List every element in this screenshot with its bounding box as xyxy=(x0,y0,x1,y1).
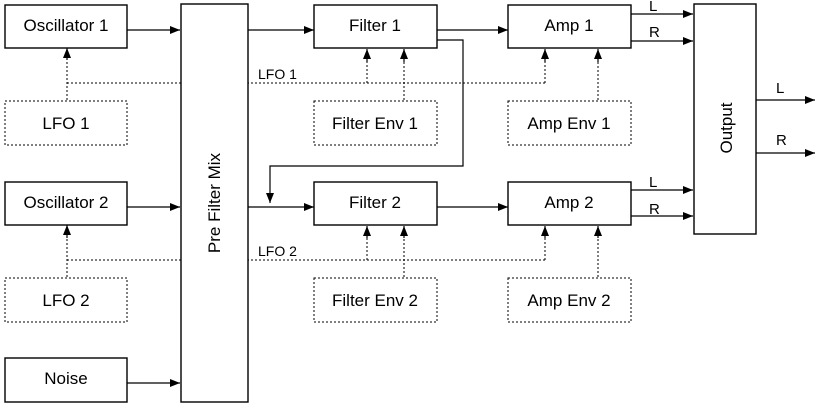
lfo-1-bus-label: LFO 1 xyxy=(258,66,297,82)
lfo-1-label: LFO 1 xyxy=(42,114,89,133)
amp-env-1-block: Amp Env 1 xyxy=(507,100,632,146)
oscillator-1-label: Oscillator 1 xyxy=(23,16,108,35)
noise-block: Noise xyxy=(4,357,128,403)
amp-env-2-block: Amp Env 2 xyxy=(507,277,632,323)
output-label: Output xyxy=(717,102,736,153)
amp2-right-label: R xyxy=(649,201,660,218)
lfo-2-block: LFO 2 xyxy=(4,277,128,323)
amp-2-label: Amp 2 xyxy=(544,193,593,212)
signal-wires xyxy=(127,10,815,387)
oscillator-1-block: Oscillator 1 xyxy=(4,4,128,49)
output-block: Output xyxy=(693,3,757,235)
pre-filter-mix-label: Pre Filter Mix xyxy=(205,152,224,253)
lfo-2-bus-label: LFO 2 xyxy=(258,243,297,259)
output-right-label: R xyxy=(776,132,787,149)
filter-env-1-block: Filter Env 1 xyxy=(313,100,438,146)
amp1-right-label: R xyxy=(649,24,660,41)
oscillator-2-label: Oscillator 2 xyxy=(23,193,108,212)
filter-env-2-label: Filter Env 2 xyxy=(332,291,418,310)
amp-1-label: Amp 1 xyxy=(544,16,593,35)
oscillator-2-block: Oscillator 2 xyxy=(4,181,128,226)
filter-env-2-block: Filter Env 2 xyxy=(313,277,438,323)
filter1-to-filter2-route-arrow xyxy=(266,39,464,203)
amp2-left-label: L xyxy=(649,174,657,191)
amp-2-block: Amp 2 xyxy=(507,181,632,226)
modulation-wires xyxy=(63,48,602,277)
amp-env-1-label: Amp Env 1 xyxy=(527,114,610,133)
filter-env-1-label: Filter Env 1 xyxy=(332,114,418,133)
amp-1-block: Amp 1 xyxy=(507,4,632,49)
filter-2-label: Filter 2 xyxy=(349,193,401,212)
filter-1-label: Filter 1 xyxy=(349,16,401,35)
noise-label: Noise xyxy=(44,369,87,388)
amp1-left-label: L xyxy=(649,0,657,15)
pre-filter-mix-block: Pre Filter Mix xyxy=(180,3,249,403)
output-left-label: L xyxy=(776,80,784,97)
filter-1-block: Filter 1 xyxy=(313,4,438,49)
lfo-1-block: LFO 1 xyxy=(4,100,128,146)
filter-2-block: Filter 2 xyxy=(313,181,438,226)
amp-env-2-label: Amp Env 2 xyxy=(527,291,610,310)
lfo-2-label: LFO 2 xyxy=(42,291,89,310)
